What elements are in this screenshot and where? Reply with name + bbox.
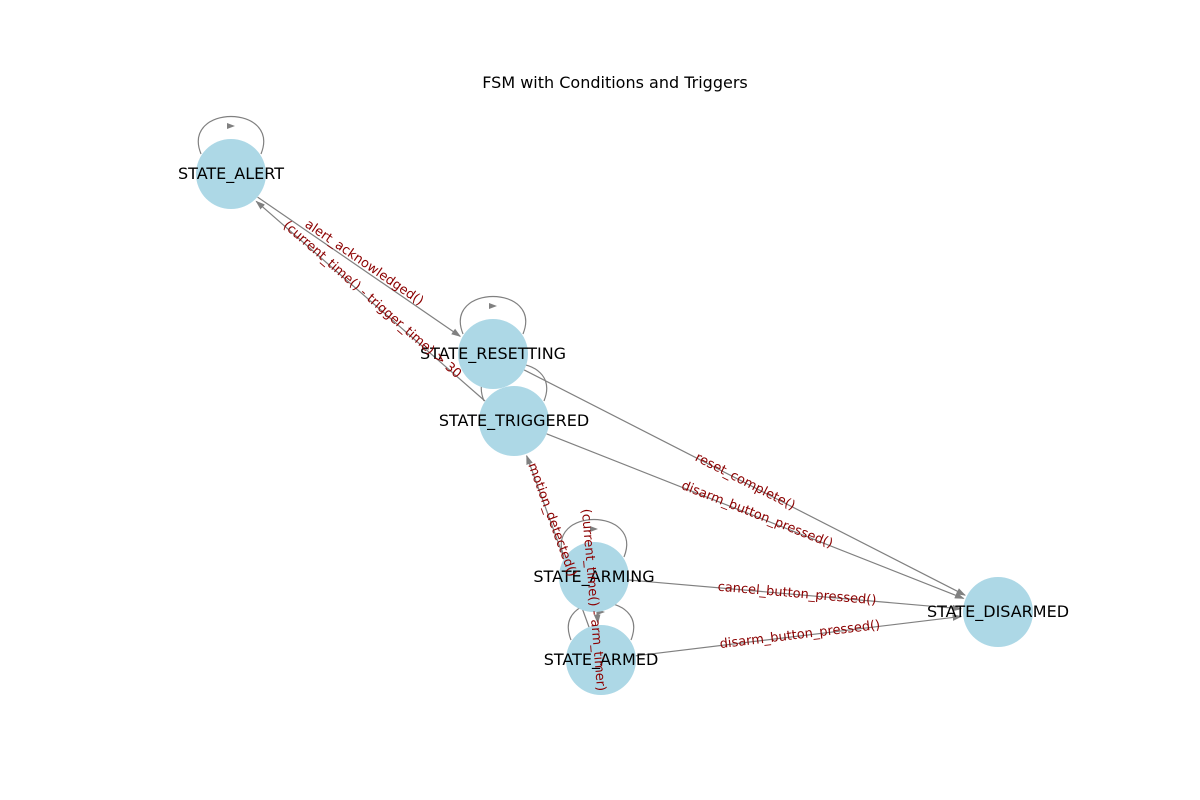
- transition-edge: [628, 579, 963, 612]
- state-node-label: STATE_ARMED: [544, 650, 659, 670]
- state-node-circle: [566, 625, 636, 695]
- nodes-layer: STATE_ALERT STATE_RESETTING STATE_TRIGGERE…: [178, 139, 1069, 695]
- edge-labels-layer: alert_acknowledged()(current_time() - tr…: [280, 217, 881, 692]
- transition-edge: [523, 369, 966, 596]
- state-node-label: STATE_ARMING: [533, 567, 654, 587]
- self-loop-edge: [459, 296, 527, 335]
- diagram-title: FSM with Conditions and Triggers: [482, 73, 747, 92]
- transition-edge: [257, 196, 462, 337]
- self-loop-edge: [197, 116, 265, 155]
- self-loop-edge: [560, 519, 628, 558]
- state-node-circle: [458, 319, 528, 389]
- state-node-label: STATE_RESETTING: [420, 344, 566, 364]
- state-node-circle: [196, 139, 266, 209]
- transition-edge: [546, 433, 965, 599]
- transition-label: (current_time() - trigger_time) > 30: [280, 218, 464, 382]
- transition-edge: [635, 614, 963, 657]
- state-node-label: STATE_ALERT: [178, 164, 284, 184]
- state-node-label: STATE_TRIGGERED: [439, 411, 589, 431]
- transition-label: disarm_button_pressed(): [719, 618, 881, 652]
- transition-label: cancel_button_pressed(): [717, 580, 877, 609]
- state-node: STATE_ALERT: [178, 139, 284, 209]
- state-node-circle: [559, 542, 629, 612]
- state-node: STATE_DISARMED: [927, 577, 1069, 647]
- state-node-label: STATE_DISARMED: [927, 602, 1069, 622]
- state-node-circle: [963, 577, 1033, 647]
- state-node-circle: [479, 386, 549, 456]
- self-loop-arrowhead: [227, 123, 235, 129]
- transition-edge: [255, 200, 486, 402]
- self-loop-arrowhead: [489, 303, 497, 309]
- state-node: STATE_RESETTING: [420, 319, 566, 389]
- self-loop-arrowhead: [590, 526, 598, 532]
- state-node: STATE_TRIGGERED: [439, 386, 589, 456]
- state-node: STATE_ARMED: [544, 625, 659, 695]
- state-node: STATE_ARMING: [533, 542, 655, 612]
- transition-label: motion_detected(): [524, 461, 579, 579]
